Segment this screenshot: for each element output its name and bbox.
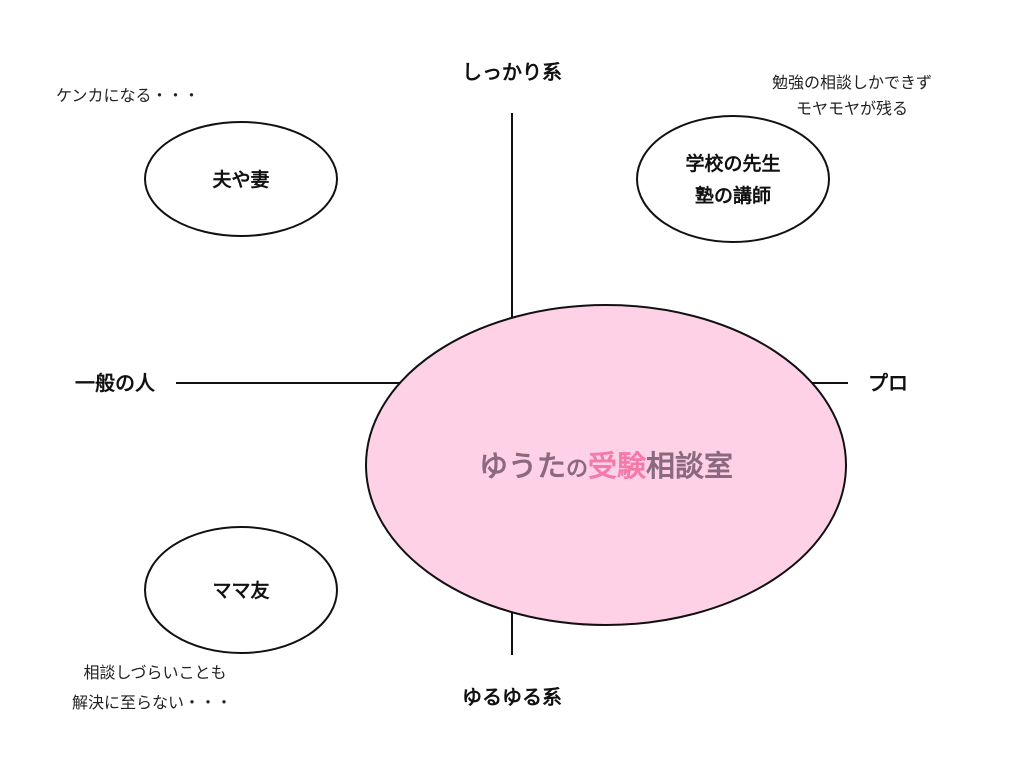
teacher-label-line1: 学校の先生	[685, 152, 780, 175]
teacher-label-line2: 塾の講師	[695, 184, 771, 207]
teacher-note-line2: モヤモヤが残る	[796, 99, 908, 118]
center-ellipse	[365, 304, 847, 626]
teacher-note-line1: 勉強の相談しかできず	[772, 73, 932, 92]
axis-left-label: 一般の人	[75, 371, 156, 395]
mama-friend-ellipse	[144, 526, 338, 654]
center-title-part2: の	[566, 457, 588, 482]
center-title-part4: 相談室	[646, 449, 733, 483]
mama-friend-note-line1: 相談しづらいことも	[83, 663, 226, 682]
center-title: ゆうたの受験相談室	[479, 449, 733, 483]
axis-right-label: プロ	[868, 371, 908, 395]
spouse-note: ケンカになる・・・	[56, 86, 200, 105]
mama-friend-note-line2: 解決に至らない・・・	[72, 693, 232, 712]
axis-bottom-label: ゆるゆる系	[462, 685, 562, 709]
teacher-ellipse	[636, 115, 830, 243]
spouse-ellipse	[144, 121, 338, 237]
spouse-label: 夫や妻	[212, 168, 269, 191]
axis-top-label: しっかり系	[462, 60, 562, 84]
mama-friend-label: ママ友	[212, 579, 269, 602]
center-title-part1: ゆうた	[479, 449, 566, 483]
center-title-part3: 受験	[588, 449, 647, 483]
